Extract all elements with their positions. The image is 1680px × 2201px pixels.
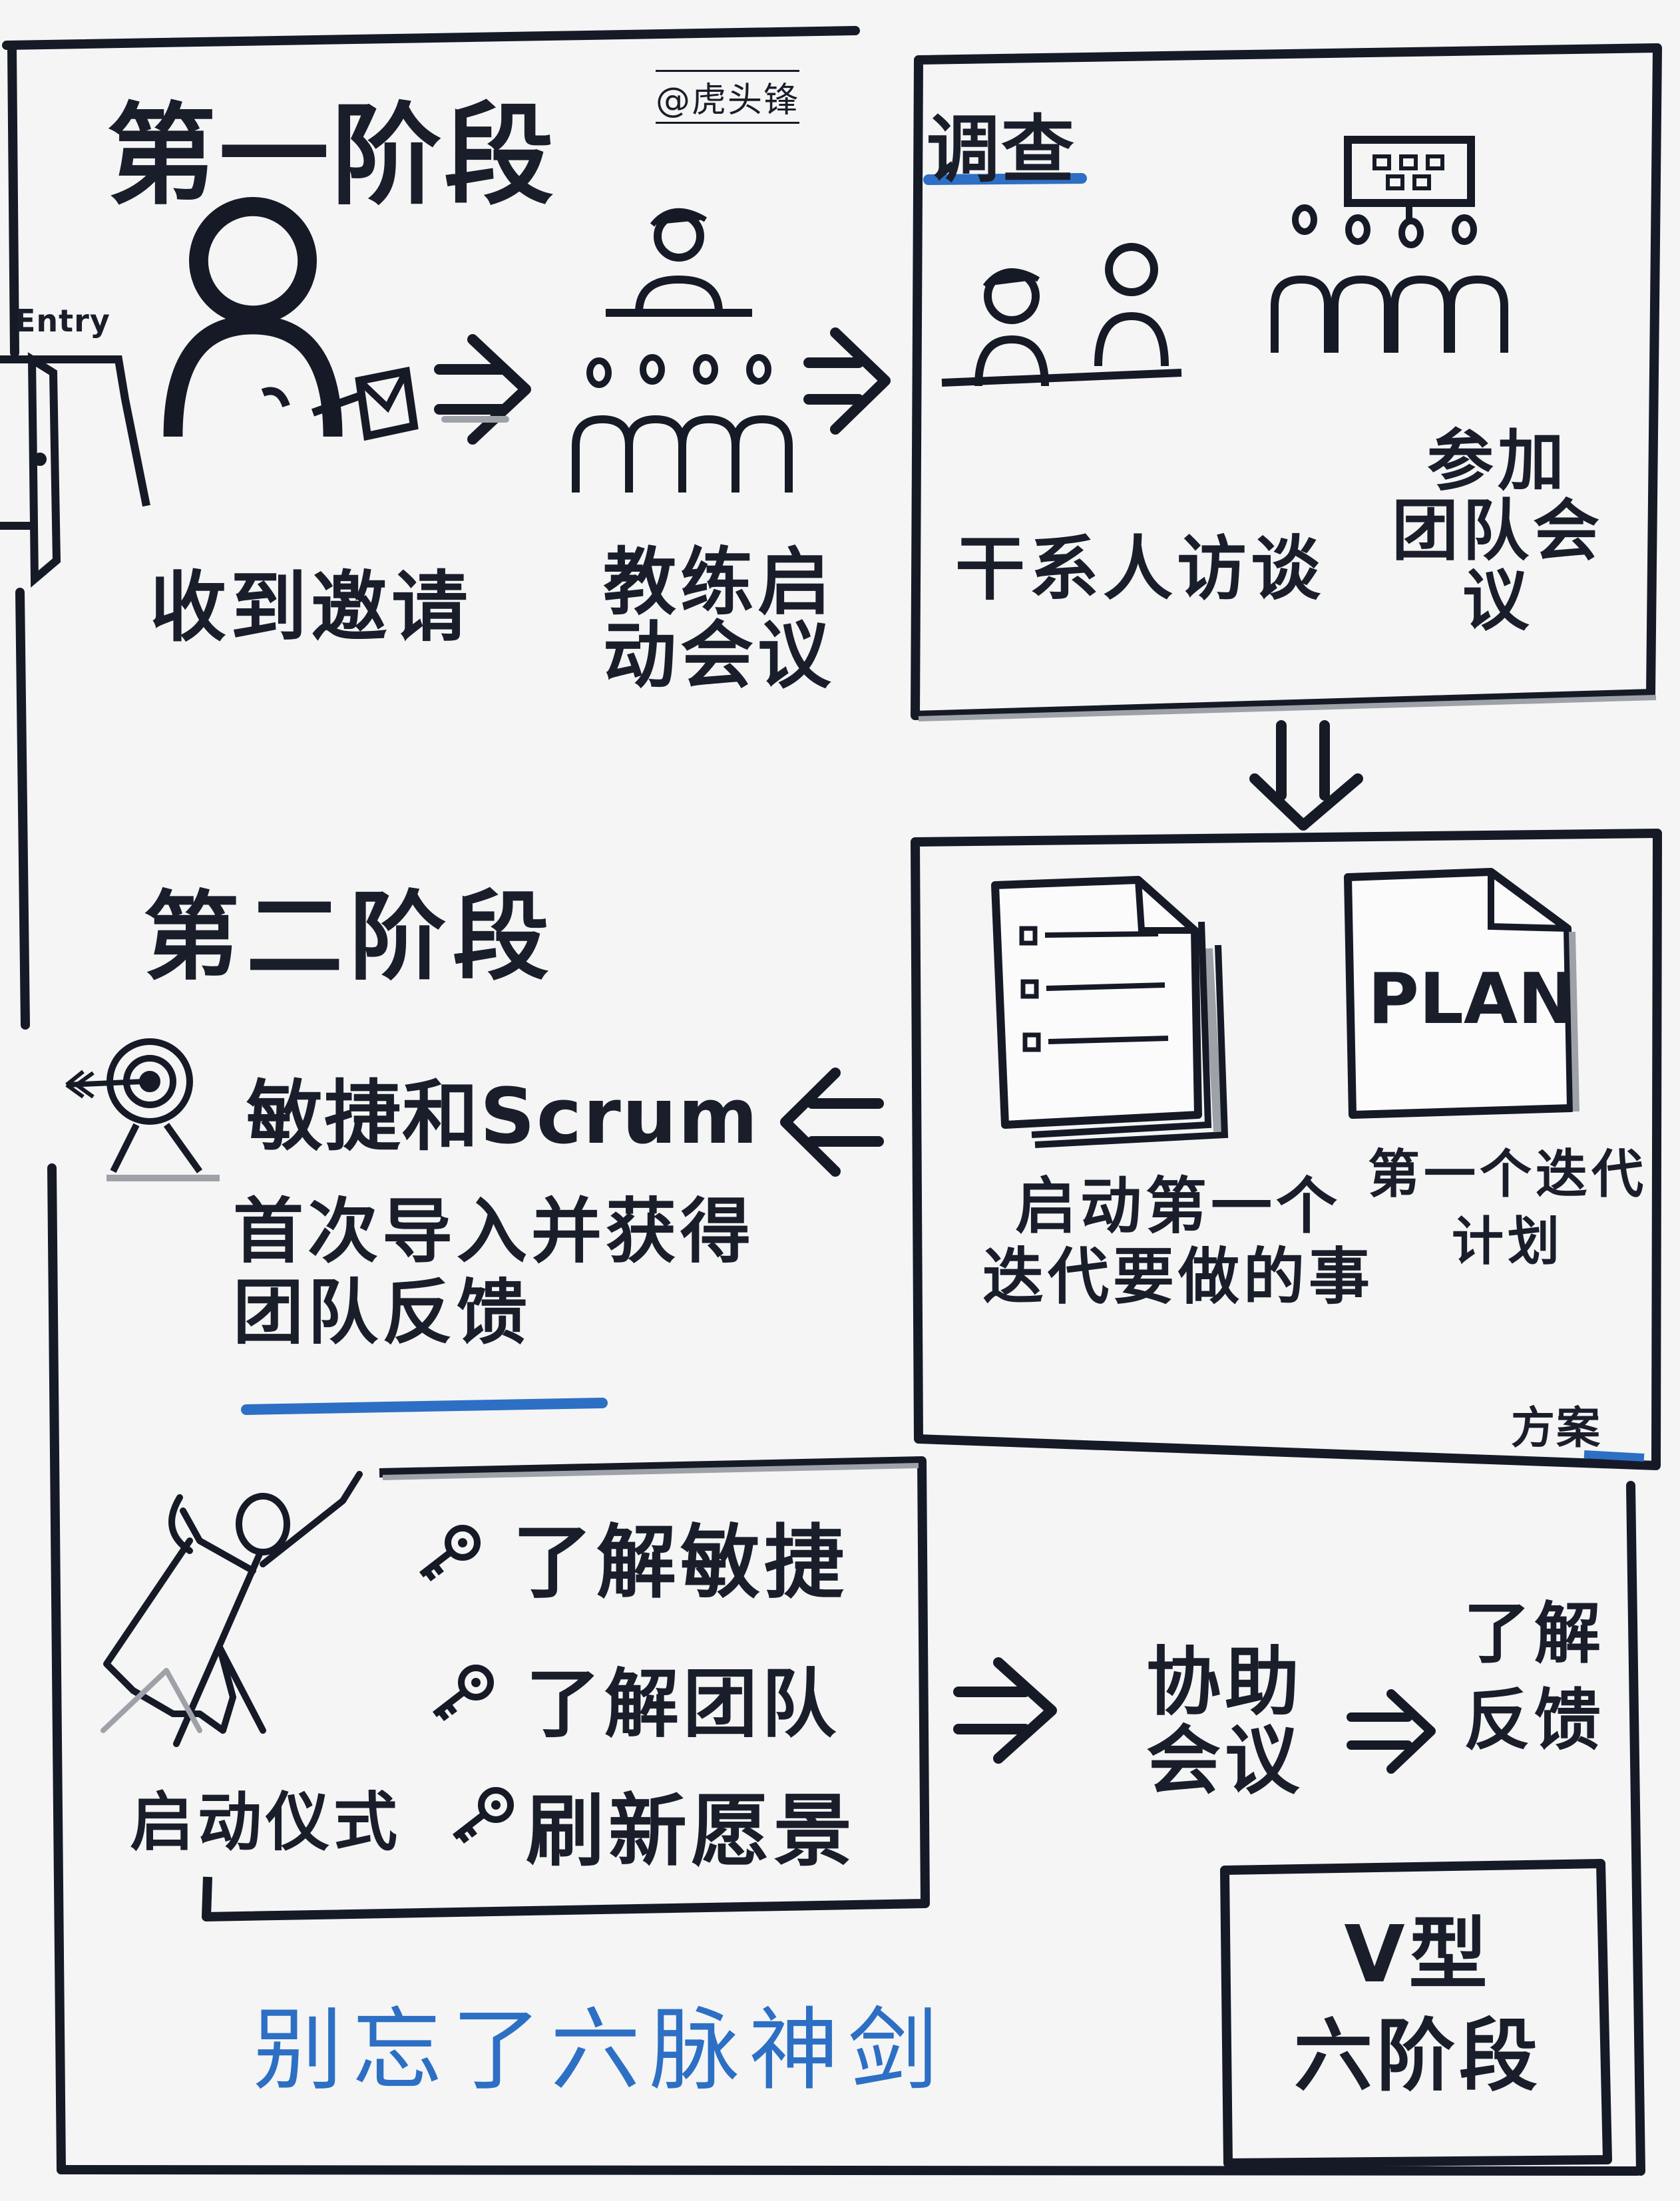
arrow-right-icon	[434, 334, 531, 445]
interview-label: 干系人访谈	[955, 528, 1325, 610]
team-meeting-label: 参加 团队会议	[1392, 422, 1603, 640]
document-list-icon	[991, 876, 1229, 1148]
agile-scrum-label: 敏捷和Scrum	[246, 1072, 759, 1161]
arrow-right-icon	[953, 1657, 1057, 1764]
outer-frame	[2, 26, 1645, 2176]
entry-door-icon	[0, 352, 150, 588]
launch-ceremony-label: 启动仪式	[130, 1785, 401, 1860]
key-understand-agile: 了解敏捷	[513, 1517, 848, 1609]
key-understand-team: 了解团队	[526, 1661, 840, 1748]
feedback-underline	[241, 1398, 608, 1415]
entry-label: Entry	[15, 303, 110, 339]
person-with-envelope-icon	[173, 206, 419, 437]
arrow-down-icon	[1249, 720, 1363, 831]
plan-box	[911, 829, 1662, 1470]
footer-reminder: 别忘了六脉神剑	[253, 1998, 947, 2102]
phase1-title: 第一阶段	[106, 92, 556, 220]
first-iteration-label: 启动第一个 迭代要做的事	[982, 1171, 1374, 1312]
step-invite-label: 收到邀请	[150, 563, 473, 652]
arrow-right-icon	[1347, 1689, 1436, 1774]
team-meeting-icon	[1275, 136, 1504, 353]
watermark: @虎头锋	[656, 70, 800, 124]
key-icon	[455, 1790, 511, 1842]
arrow-left-icon	[780, 1068, 884, 1177]
arrow-right-icon	[803, 327, 891, 435]
survey-title: 调查	[927, 107, 1076, 192]
plan-corner-label: 方案	[1511, 1402, 1601, 1454]
target-icon	[65, 1038, 220, 1181]
key-icon	[421, 1528, 477, 1579]
assist-meeting-label: 协助 会议	[1146, 1639, 1303, 1804]
plan-document-icon	[1344, 868, 1579, 1119]
plan-doc-label: PLAN	[1368, 958, 1577, 1040]
key-refresh-vision: 刷新愿景	[526, 1785, 857, 1877]
interview-icon	[941, 243, 1182, 387]
v-type-box	[1220, 1859, 1612, 2168]
v-type-label: V型 六阶段	[1293, 1908, 1542, 2102]
superhero-icon	[101, 1471, 363, 1747]
launch-box	[202, 1456, 930, 1921]
guide-feedback-label: 首次导入并获得 团队反馈	[233, 1191, 755, 1354]
coach-kickoff-meeting-icon	[576, 208, 789, 493]
iteration-plan-label: 第一个迭代 计划	[1367, 1145, 1647, 1273]
key-icon	[435, 1668, 491, 1719]
phase2-title: 第二阶段	[143, 881, 556, 994]
understand-feedback-label: 了解 反馈	[1464, 1595, 1605, 1759]
survey-box	[911, 43, 1662, 721]
step-kickoff-label: 教练启 动会议	[603, 540, 835, 698]
